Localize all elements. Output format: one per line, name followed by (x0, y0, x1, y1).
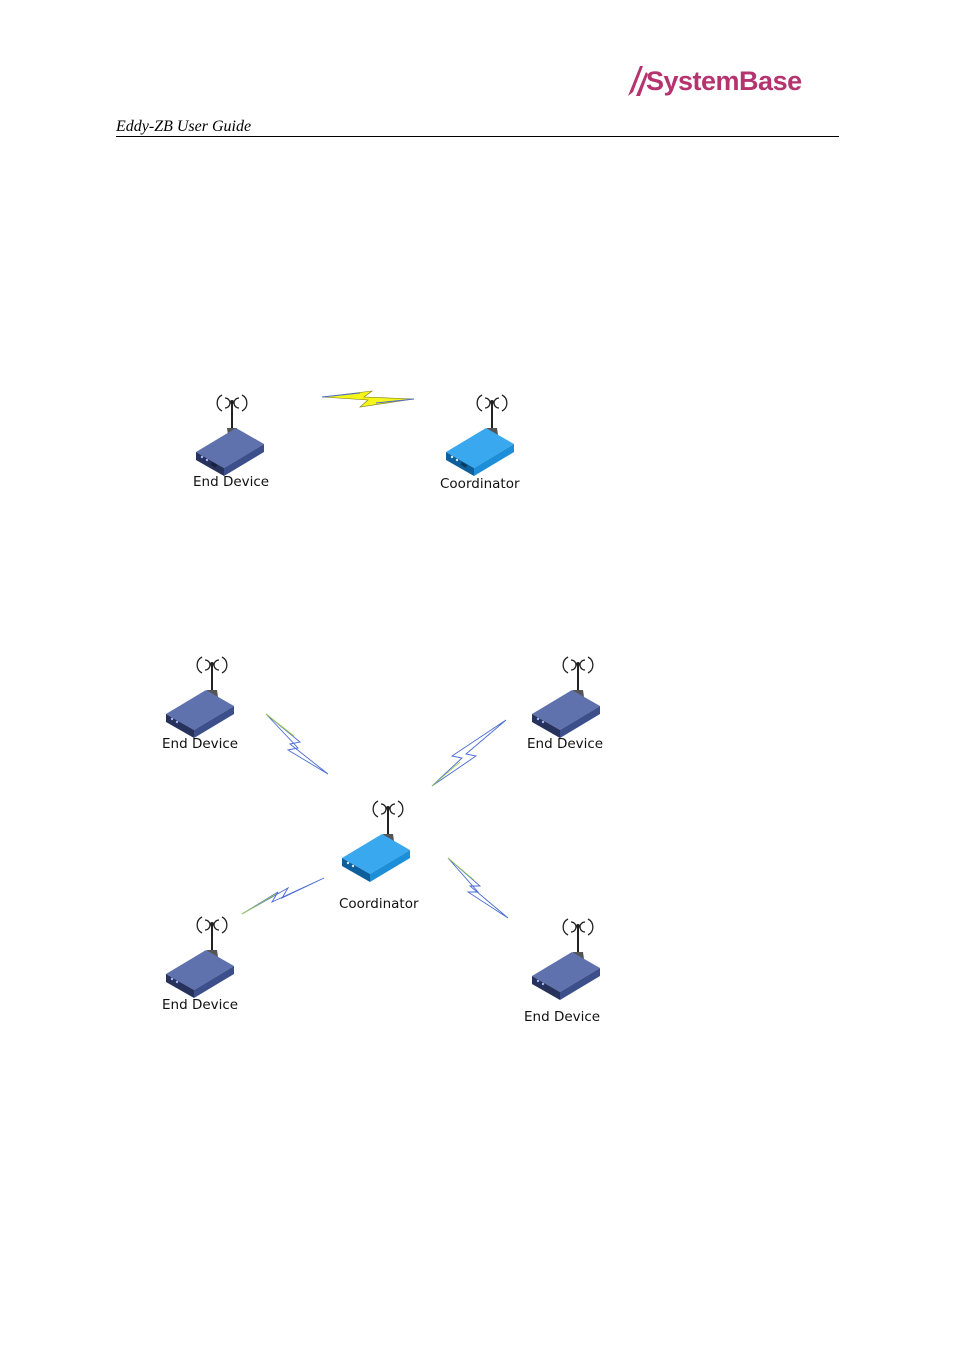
end-device-label: End Device (162, 997, 239, 1013)
end-device-label: End Device (527, 736, 604, 752)
logo-mark-icon (628, 66, 648, 96)
coordinator-router-icon (446, 394, 514, 476)
logo-text: SystemBase (646, 66, 802, 96)
lightning-link-icon (241, 877, 325, 915)
document-title: Eddy-ZB User Guide (116, 118, 252, 135)
lightning-link-icon (265, 713, 329, 775)
lightning-link-icon (431, 719, 507, 787)
end-device-label: End Device (193, 474, 270, 490)
systembase-logo: SystemBase (626, 62, 806, 102)
coordinator-label: Coordinator (339, 896, 419, 912)
lightning-link-icon (447, 857, 509, 919)
end-device-label: End Device (524, 1009, 601, 1025)
coordinator-label: Coordinator (440, 476, 520, 492)
coordinator-router-icon (342, 800, 410, 882)
end-device-router-icon (532, 656, 600, 738)
header-rule (116, 136, 839, 137)
end-device-router-icon (166, 916, 234, 998)
end-device-router-icon (196, 394, 264, 476)
lightning-link-icon (321, 390, 415, 408)
end-device-router-icon (532, 918, 600, 1000)
end-device-label: End Device (162, 736, 239, 752)
end-device-router-icon (166, 656, 234, 738)
